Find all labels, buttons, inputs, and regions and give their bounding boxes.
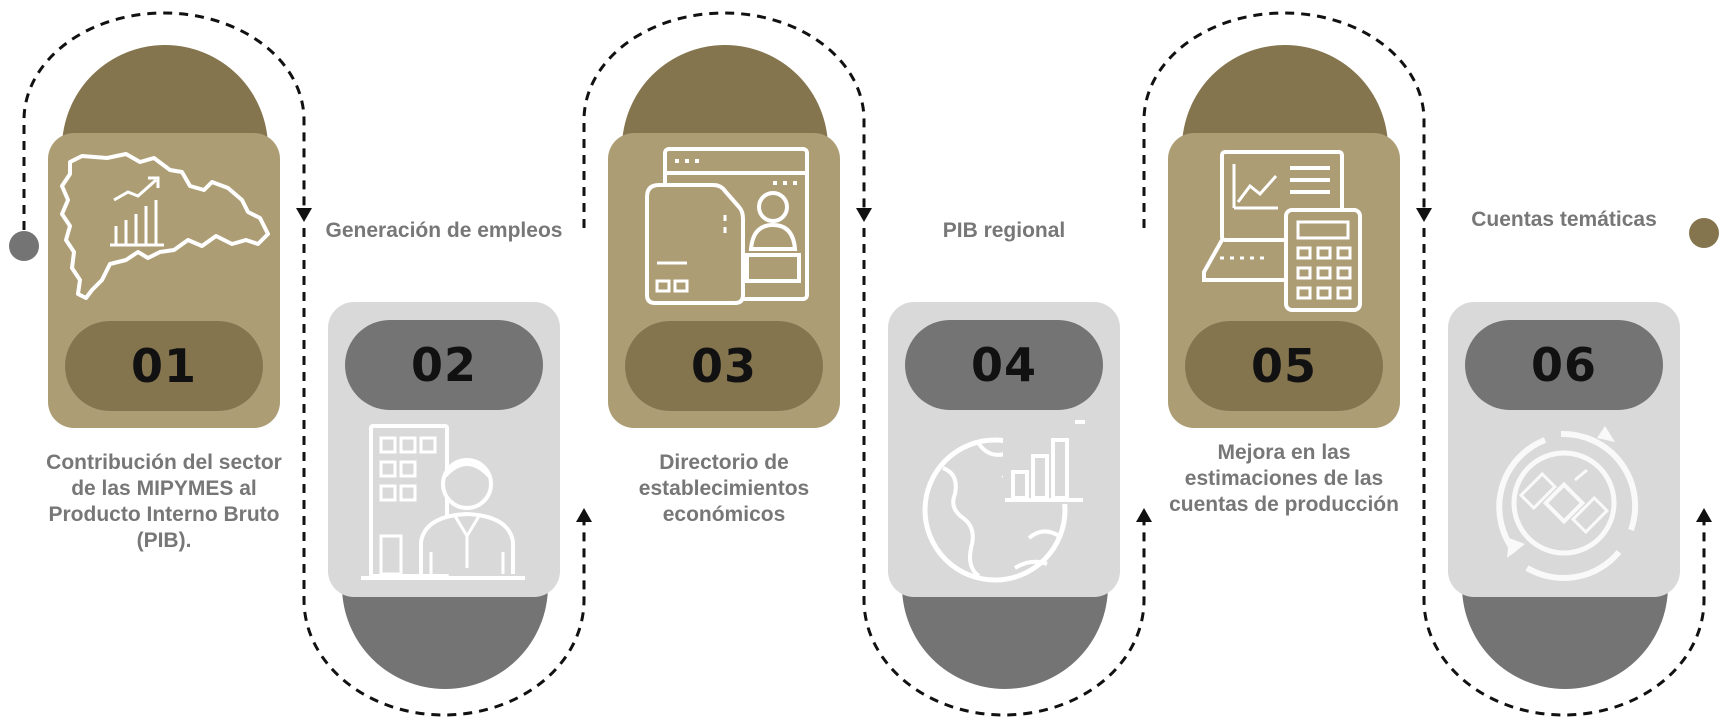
end-dot	[1689, 218, 1719, 248]
dominican-map-growth-chart-icon	[60, 152, 270, 300]
step-01-label: Contribución del sector de las MIPYMES a…	[46, 451, 282, 552]
arrowhead-down-1	[296, 208, 312, 222]
step-06-label: Cuentas temáticas	[1471, 208, 1657, 231]
step-03-label: Directorio de establecimientos económico…	[638, 451, 810, 526]
connector-arc-4-5	[1142, 11, 1426, 228]
start-dot	[9, 231, 39, 261]
connector-arc-1-2	[302, 228, 586, 717]
arrowhead-down-3	[856, 208, 872, 222]
connector-start-arc	[22, 11, 306, 230]
arrowhead-up-2	[576, 508, 592, 522]
step-04-number: 04	[905, 320, 1103, 410]
satellite-cycle-icon	[1496, 426, 1639, 581]
step-02-number: 02	[345, 320, 543, 410]
step-02-label: Generación de empleos	[325, 219, 563, 242]
office-building-employee-icon	[361, 424, 525, 580]
connector-arc-5-6	[1422, 228, 1706, 717]
step-01-number: 01	[65, 321, 263, 411]
step-05-number: 05	[1185, 321, 1383, 411]
business-directory-profile-icon	[645, 147, 809, 305]
laptop-calculator-report-icon	[1202, 150, 1362, 312]
connector-arc-2-3	[582, 11, 866, 228]
arrowhead-down-5	[1416, 208, 1432, 222]
step-05-label: Mejora en las estimaciones de las cuenta…	[1169, 441, 1399, 516]
arrowhead-up-4	[1136, 508, 1152, 522]
step-03-number: 03	[625, 321, 823, 411]
step-04-label: PIB regional	[942, 219, 1066, 242]
connector-arc-3-4	[862, 228, 1146, 717]
arrowhead-up-6	[1696, 508, 1712, 522]
globe-bar-chart-icon	[922, 420, 1085, 583]
step-06-number: 06	[1465, 320, 1663, 410]
